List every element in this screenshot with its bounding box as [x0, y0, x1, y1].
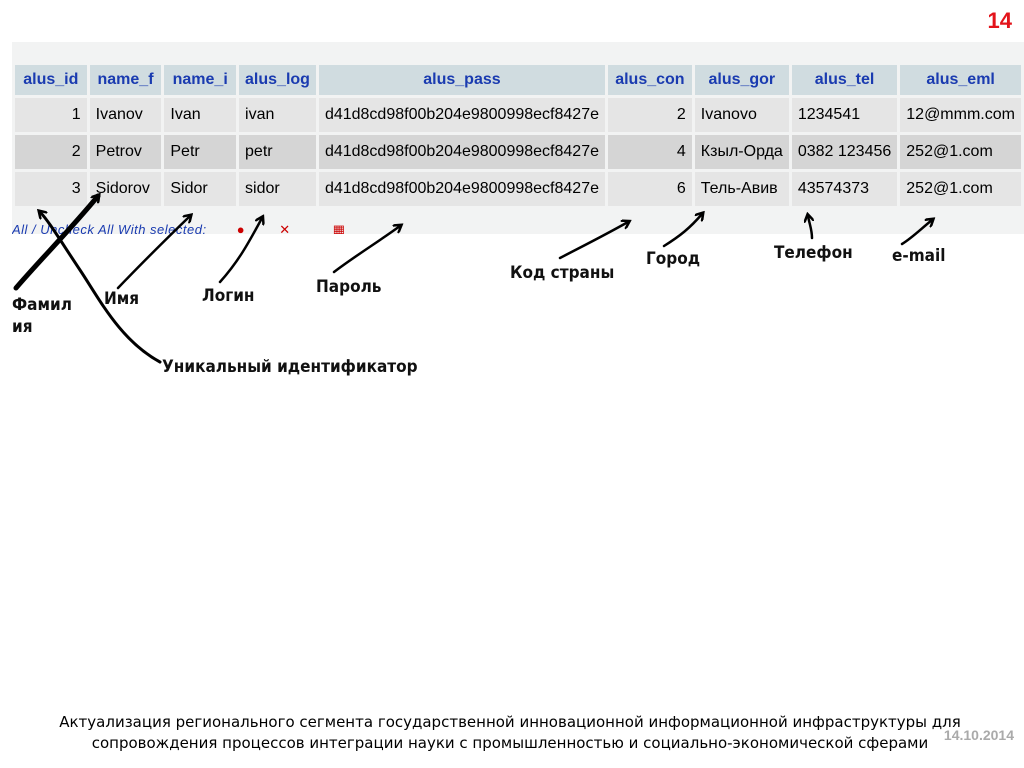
cell-alus-tel: 43574373	[791, 172, 898, 206]
cell-name-f: Sidorov	[89, 172, 162, 206]
table-header-row: alus_id name_f name_i alus_log alus_pass…	[15, 65, 1021, 95]
cell-name-f: Petrov	[89, 135, 162, 169]
cell-alus-pass: d41d8cd98f00b204e9800998ecf8427e	[318, 135, 605, 169]
column-header[interactable]: alus_gor	[694, 65, 789, 95]
slide-date: 14.10.2014	[943, 727, 1014, 743]
cell-alus-log: sidor	[239, 172, 316, 206]
cell-alus-log: petr	[239, 135, 316, 169]
column-header[interactable]: alus_con	[607, 65, 692, 95]
slide-caption: Актуализация регионального сегмента госу…	[50, 712, 970, 754]
label-phone: Телефон	[774, 243, 853, 263]
label-unique-id: Уникальный идентификатор	[162, 357, 418, 377]
cell-alus-log: ivan	[239, 98, 316, 132]
label-email: e-mail	[892, 246, 946, 266]
cell-alus-tel: 1234541	[791, 98, 898, 132]
column-header[interactable]: name_f	[89, 65, 162, 95]
cell-name-f: Ivanov	[89, 98, 162, 132]
table-row: 3 Sidorov Sidor sidor d41d8cd98f00b204e9…	[15, 172, 1021, 206]
export-icon[interactable]: ▦	[332, 222, 346, 234]
cell-name-i: Ivan	[164, 98, 237, 132]
cell-alus-pass: d41d8cd98f00b204e9800998ecf8427e	[318, 172, 605, 206]
caption-line-1: Актуализация регионального сегмента госу…	[59, 713, 961, 731]
cell-alus-con: 2	[607, 98, 692, 132]
table-row: 1 Ivanov Ivan ivan d41d8cd98f00b204e9800…	[15, 98, 1021, 132]
cell-alus-tel: 0382 123456	[791, 135, 898, 169]
cell-name-i: Petr	[164, 135, 237, 169]
cell-alus-gor: Тель-Авив	[694, 172, 789, 206]
cell-alus-con: 6	[607, 172, 692, 206]
label-login: Логин	[202, 286, 255, 306]
cell-name-i: Sidor	[164, 172, 237, 206]
label-surname: Фамил ия	[12, 294, 72, 338]
column-header[interactable]: name_i	[164, 65, 237, 95]
cell-alus-id: 2	[15, 135, 87, 169]
column-header[interactable]: alus_pass	[318, 65, 605, 95]
cell-alus-pass: d41d8cd98f00b204e9800998ecf8427e	[318, 98, 605, 132]
caption-line-2: сопровождения процессов интеграции науки…	[91, 734, 929, 752]
table-row: 2 Petrov Petr petr d41d8cd98f00b204e9800…	[15, 135, 1021, 169]
arrow-unique-id	[40, 212, 162, 364]
label-password: Пароль	[316, 277, 382, 297]
database-table: alus_id name_f name_i alus_log alus_pass…	[12, 62, 1024, 209]
cell-alus-gor: Ivanovo	[694, 98, 789, 132]
check-all-links[interactable]: All / Uncheck All With selected:	[12, 222, 207, 234]
table-footer-actions: All / Uncheck All With selected: ● ✕ ▦	[12, 222, 346, 234]
cell-alus-eml: 12@mmm.com	[900, 98, 1021, 132]
label-surname-text: Фамил ия	[12, 295, 72, 337]
cell-alus-id: 1	[15, 98, 87, 132]
delete-icon[interactable]: ✕	[279, 222, 291, 234]
label-name: Имя	[104, 289, 140, 309]
cell-alus-eml: 252@1.com	[900, 172, 1021, 206]
column-header[interactable]: alus_tel	[791, 65, 898, 95]
slide-number: 14	[987, 8, 1012, 33]
column-header[interactable]: alus_id	[15, 65, 87, 95]
column-header[interactable]: alus_log	[239, 65, 316, 95]
label-city: Город	[646, 249, 701, 269]
cell-alus-gor: Кзыл-Орда	[694, 135, 789, 169]
phpmyadmin-table-screenshot: alus_id name_f name_i alus_log alus_pass…	[12, 42, 1024, 234]
cell-alus-eml: 252@1.com	[900, 135, 1021, 169]
label-country-code: Код страны	[510, 263, 615, 283]
edit-icon[interactable]: ●	[236, 222, 246, 234]
cell-alus-id: 3	[15, 172, 87, 206]
column-header[interactable]: alus_eml	[900, 65, 1021, 95]
cell-alus-con: 4	[607, 135, 692, 169]
